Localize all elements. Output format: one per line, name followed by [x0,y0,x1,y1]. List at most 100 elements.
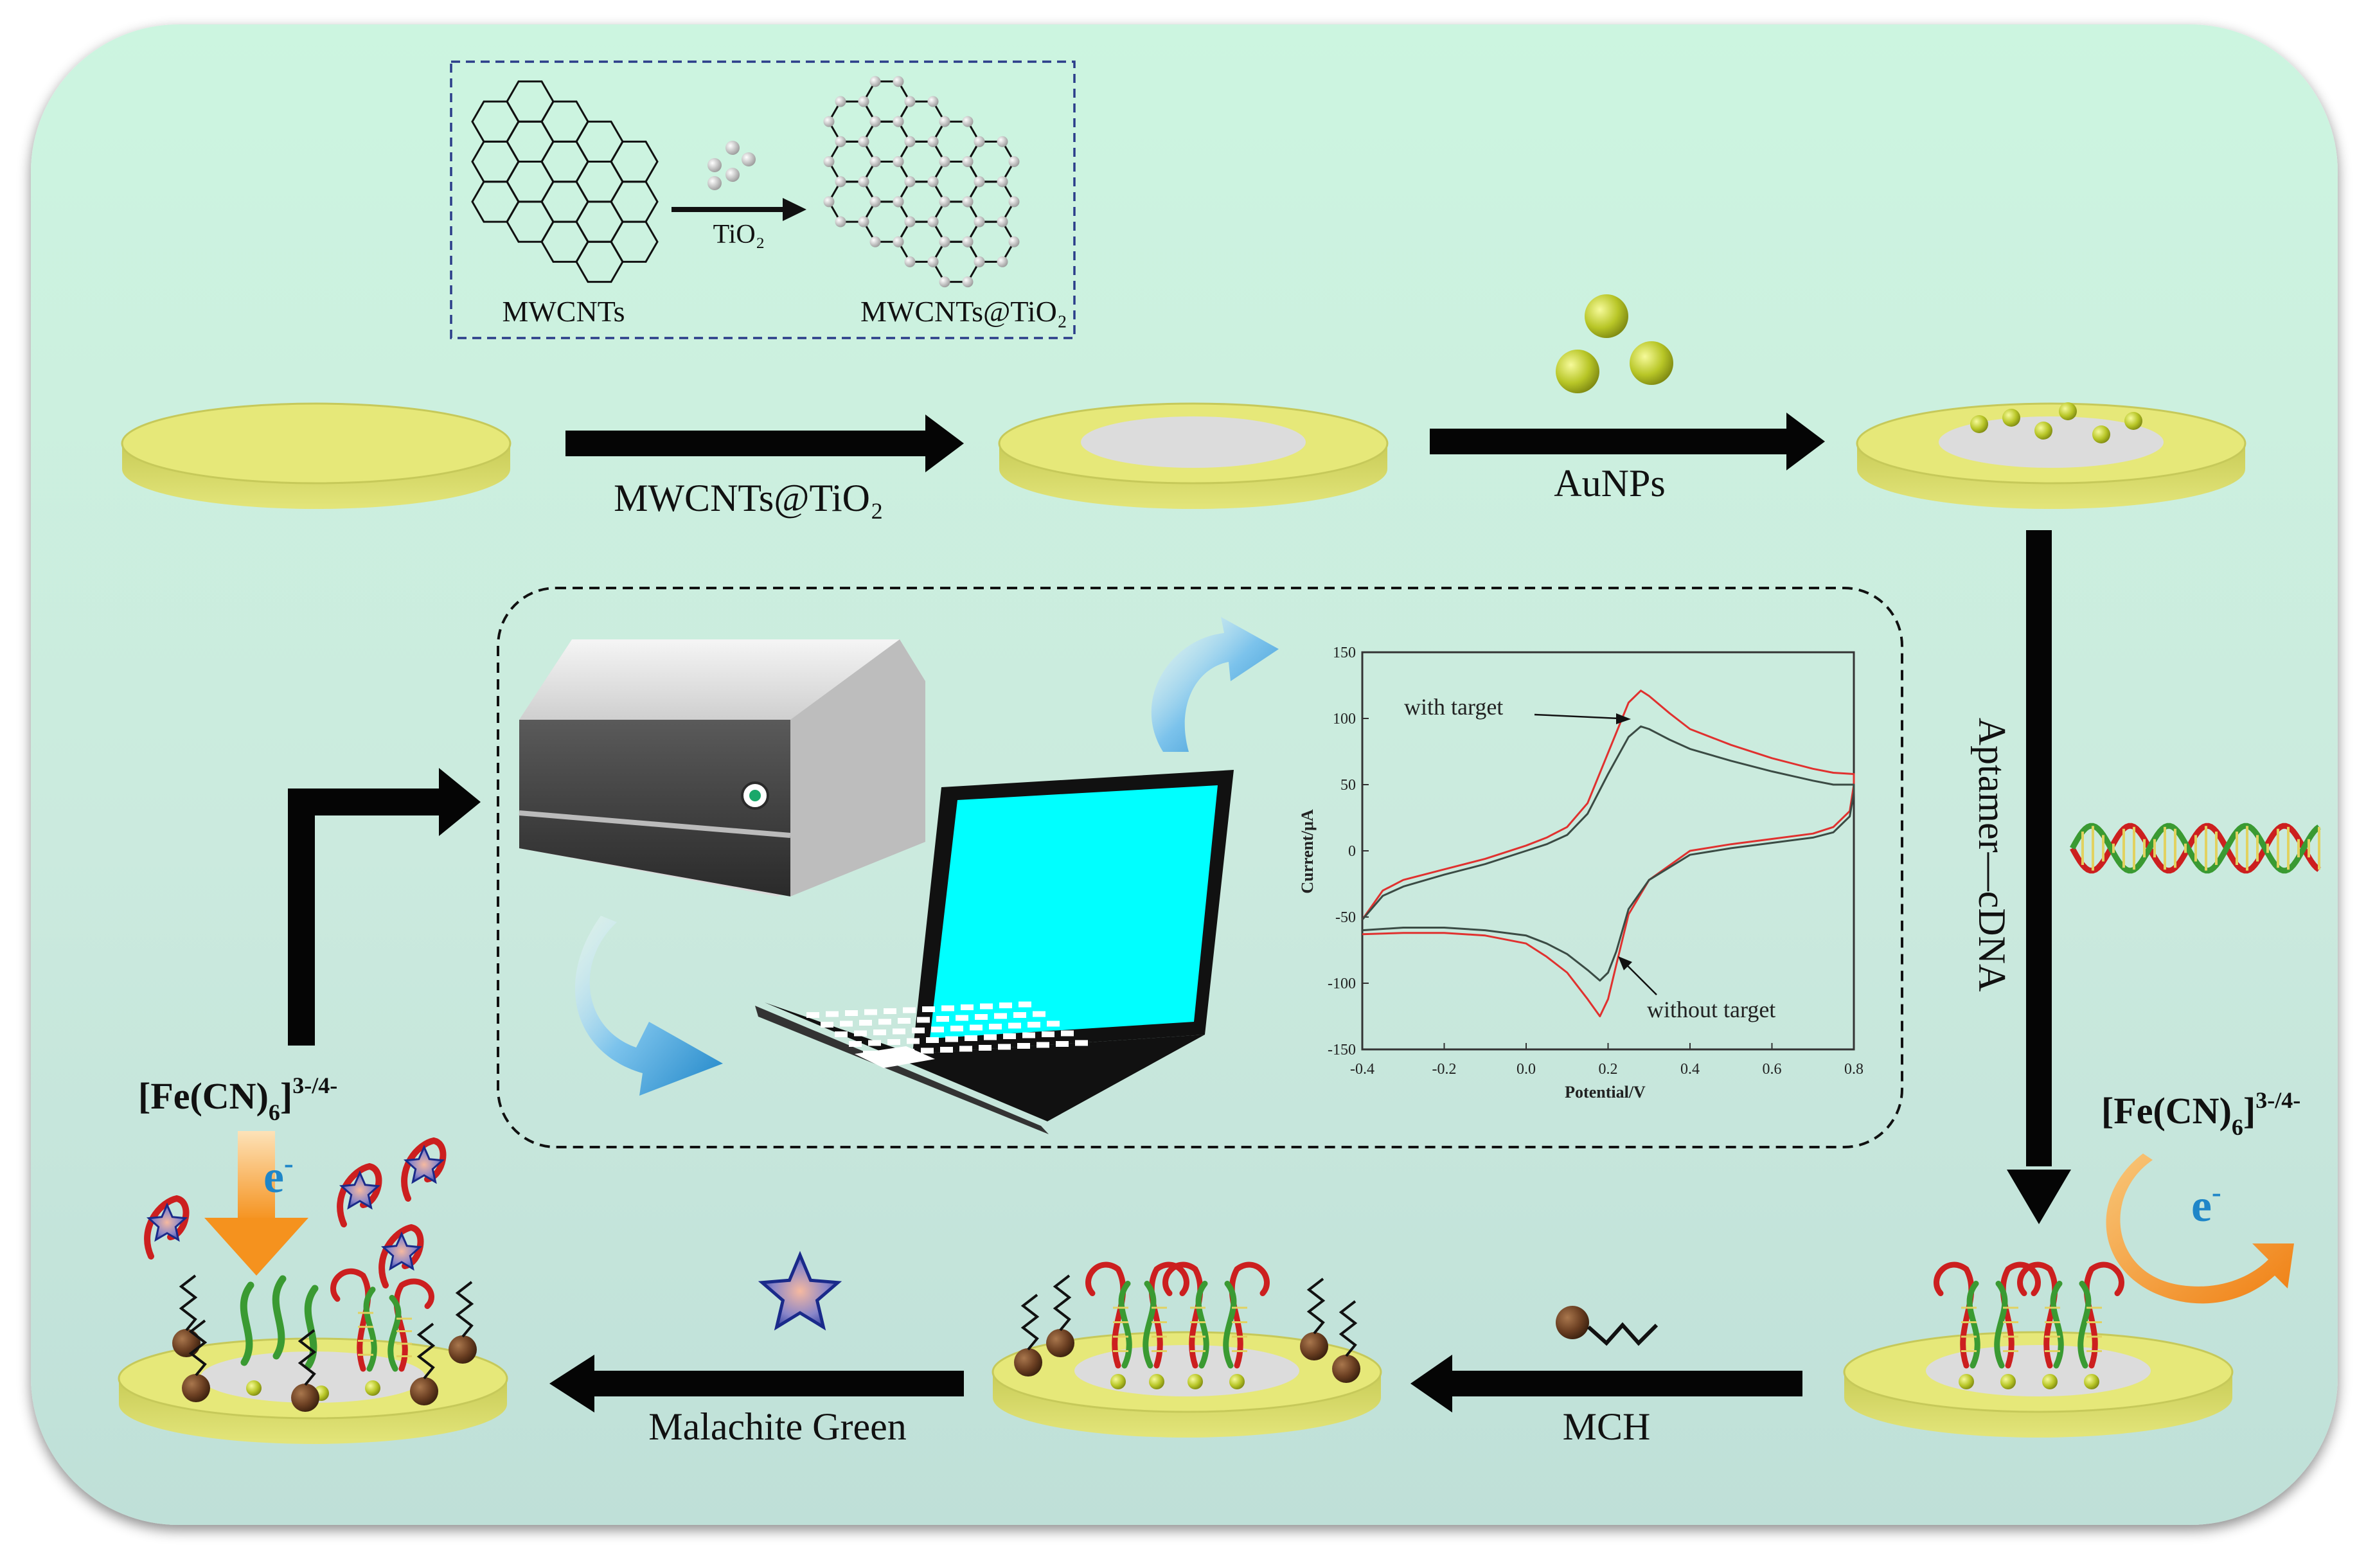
malachite-green-star [146,1202,188,1242]
tio2-particle [904,256,916,267]
tio2-particle [974,176,985,188]
gold-nanoparticle [2084,1374,2099,1389]
mch-chain [1020,1294,1040,1351]
tio2-particle [869,116,881,127]
keyboard-key [998,1044,1011,1050]
malachite-green-star [380,1231,423,1271]
probe-charge: 3-/4- [292,1073,337,1098]
cdna-strand [2050,1281,2064,1369]
keyboard-key [849,1041,862,1047]
dna-helix-icon [2070,823,2321,874]
svg-text:[Fe(CN)6]3-/4-: [Fe(CN)6]3-/4- [138,1073,337,1125]
tio2-particle [962,236,974,247]
cdna-strand [240,1281,254,1366]
keyboard-key [854,1030,867,1037]
cv-x-tick-label: -0.2 [1432,1061,1457,1078]
keyboard-key [884,1008,896,1014]
cv-series-1 [1361,725,1855,982]
tio2-particle [997,256,1008,267]
step3-label: Aptamer—cDNA [1971,718,2013,992]
keyboard-key [835,1031,848,1037]
gold-nanoparticle [1229,1374,1245,1389]
step1-label: MWCNTs@TiO₂ [614,477,884,519]
tio2-particle [835,216,846,227]
keyboard-key [959,1046,972,1052]
probe-subscript: 6 [2232,1114,2243,1140]
tio2-particle [893,116,904,127]
tio2-particle [997,136,1008,147]
cv-annotation-without-target: without target [1647,997,1775,1022]
keyboard-key [999,1002,1012,1008]
electrode-mch [992,1261,1382,1438]
keyboard-key [1022,1032,1035,1038]
tio2-particle [823,116,835,127]
tio2-particle [893,236,904,247]
tio2-particle [869,196,881,208]
tio2-particle [904,176,916,188]
gold-nanoparticle [246,1380,262,1396]
electrode-aunps [1856,402,2246,509]
mch-head [291,1384,319,1412]
tio2-particle [904,216,916,227]
tio2-particle [1008,156,1020,168]
keyboard-key [945,1036,958,1042]
tio2-particle [997,216,1008,227]
keyboard-key [1008,1022,1021,1029]
cv-annotation-with-target: with target [1404,694,1503,720]
gold-nanoparticle [2000,1374,2016,1389]
gold-nanoparticle [365,1380,380,1396]
tio2-particles-icon [707,141,756,190]
keyboard-key [806,1012,819,1018]
tio2-particle [835,176,846,188]
gold-nanoparticle [1959,1374,1974,1389]
inset-arrow-head [783,198,806,221]
keyboard-key [845,1010,858,1016]
electron-label-left: e- [263,1148,294,1202]
cv-x-tick-label: 0.4 [1680,1061,1700,1078]
tio2-particle [823,156,835,168]
cdna-strand [272,1275,287,1360]
cv-y-tick-label: 100 [1333,711,1356,727]
keyboard-key [1075,1040,1088,1046]
cdna-strand [304,1285,319,1369]
probe-base: [Fe(CN) [2101,1090,2232,1132]
keyboard-key [1056,1041,1069,1047]
keyboard-key [912,1028,925,1033]
tio2-particle [1008,196,1020,208]
tio2-particle [893,156,904,168]
tio2-particle [835,136,846,147]
mch-head [410,1377,438,1405]
tio2-particle [927,216,939,227]
tio2-particle [962,156,974,168]
svg-text:[Fe(CN)6]3-/4-: [Fe(CN)6]3-/4- [2101,1087,2300,1140]
malachite-green-star [339,1170,381,1210]
mch-head [449,1335,477,1364]
mch-chain [188,1319,208,1376]
mch-head [182,1374,210,1402]
tio2-particle [858,96,869,107]
tio2-particle [927,96,939,107]
cv-annotation-arrowhead [1616,713,1631,724]
probe-base: [Fe(CN) [138,1075,269,1117]
tio2-particle [1008,236,1020,247]
cv-annotation-pointer [1534,713,1620,720]
mch-head [172,1329,200,1357]
tio2-particle [869,236,881,247]
keyboard-key [917,1017,930,1023]
mwcnt-lattice-icon [471,80,659,283]
redox-probe-label-right: [Fe(CN)6]3-/4- [2101,1087,2300,1140]
step2-arrow [1430,413,1825,470]
aptamer-cdna-strands [1934,1261,2124,1389]
cdna-strand [363,1287,377,1372]
probe-subscript: 6 [269,1100,280,1125]
mch-molecules [172,1274,477,1412]
tio2-particle [893,196,904,208]
cdna-strand [1195,1281,1209,1369]
keyboard-key [1027,1022,1040,1028]
laptop-icon [755,770,1234,1134]
cv-x-tick-label: 0.8 [1844,1061,1864,1078]
cdna-strand [1118,1281,1132,1369]
tio2-particle [974,256,985,267]
keyboard-key [950,1026,963,1031]
keyboard-key [979,1045,992,1051]
